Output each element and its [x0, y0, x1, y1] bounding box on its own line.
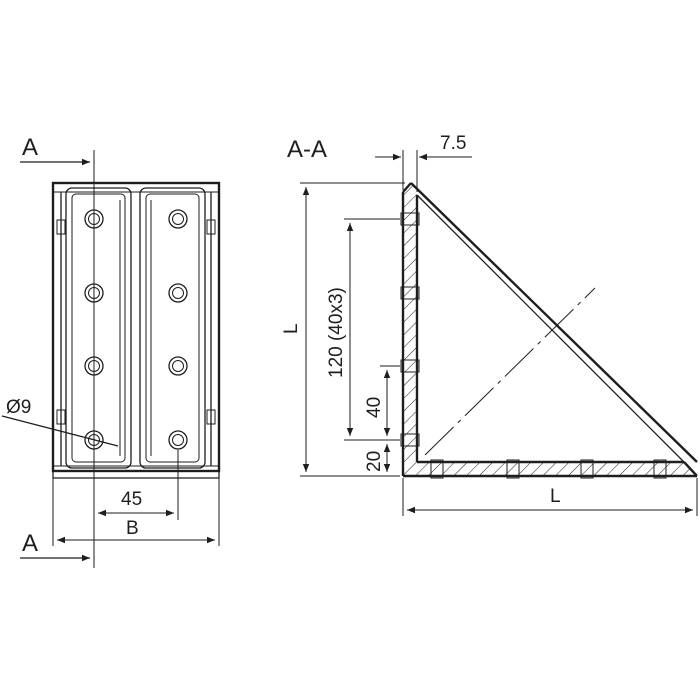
dim-hole-diameter: Ø9	[6, 397, 31, 418]
wall-hole	[400, 212, 420, 226]
dim-wall-thickness: 7.5	[440, 133, 466, 154]
dim-hole-spacing: 45	[121, 489, 142, 510]
dim-edge-offset: 20	[364, 451, 385, 472]
wall-hole	[400, 286, 420, 300]
left-slot	[65, 187, 132, 469]
diameter-leader	[1, 415, 119, 447]
base-hole	[653, 459, 667, 479]
hole-column-right	[168, 209, 188, 450]
mounting-hole	[168, 430, 188, 450]
base-hole	[506, 459, 520, 479]
mounting-hole	[168, 283, 188, 303]
base-hole	[430, 459, 444, 479]
right-slot	[139, 187, 206, 469]
section-hatch	[403, 183, 697, 476]
wall-hole	[400, 359, 420, 373]
dim-width: B	[126, 518, 139, 539]
base-hole	[580, 459, 594, 479]
section-marker-bottom: A	[22, 530, 38, 557]
center-line	[424, 287, 596, 456]
gusset-edge	[410, 182, 698, 463]
dim-first-hole: 40	[364, 397, 385, 418]
wall-hole	[400, 433, 420, 447]
mounting-hole	[168, 356, 188, 376]
dim-length-horizontal: L	[550, 486, 561, 507]
section-title: A-A	[287, 136, 327, 163]
bracket-outline	[51, 181, 221, 473]
section-view: A-A 7.5 L	[281, 133, 698, 516]
mounting-hole	[168, 209, 188, 229]
dim-hole-pitch: 120 (40x3)	[326, 287, 347, 378]
dim-length-vertical: L	[281, 323, 302, 334]
front-view: A A Ø9 45 B	[1, 134, 221, 568]
section-marker-top: A	[22, 134, 38, 161]
